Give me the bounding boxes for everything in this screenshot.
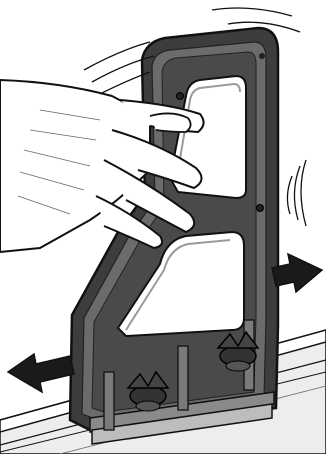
illustration bbox=[0, 0, 326, 454]
